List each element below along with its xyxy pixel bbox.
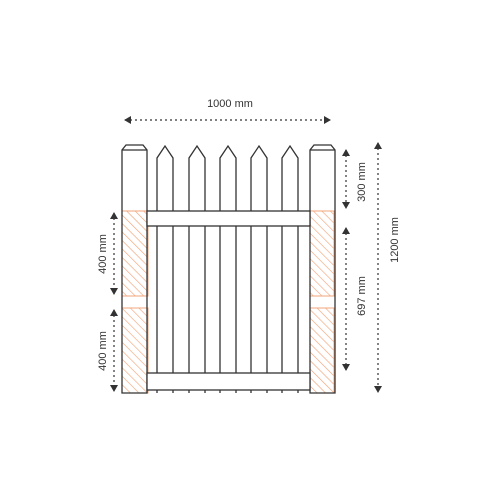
hinge-lower-label: 400 mm xyxy=(97,331,109,371)
hinge-zone-right-lower xyxy=(309,307,335,394)
lower-gate-label: 697 mm xyxy=(356,276,368,316)
picket-4 xyxy=(250,144,268,393)
hinge-upper-label: 400 mm xyxy=(97,234,109,274)
dimension-lines xyxy=(110,116,382,393)
rails xyxy=(146,210,311,391)
picket-3 xyxy=(219,144,237,393)
width-label: 1000 mm xyxy=(207,98,253,110)
total-height-label: 1200 mm xyxy=(389,217,401,263)
posts xyxy=(121,144,336,394)
picket-1 xyxy=(156,144,174,393)
picket-top-label: 300 mm xyxy=(356,162,368,202)
pickets xyxy=(156,144,299,393)
hinge-zone-right-upper xyxy=(309,210,335,297)
hinge-zones xyxy=(121,210,335,394)
hinge-zone-left-upper xyxy=(121,210,149,297)
picket-5 xyxy=(281,144,299,393)
bottom-rail xyxy=(146,372,311,391)
top-rail xyxy=(146,210,311,227)
hinge-zone-left-lower xyxy=(121,307,149,394)
picket-2 xyxy=(188,144,206,393)
